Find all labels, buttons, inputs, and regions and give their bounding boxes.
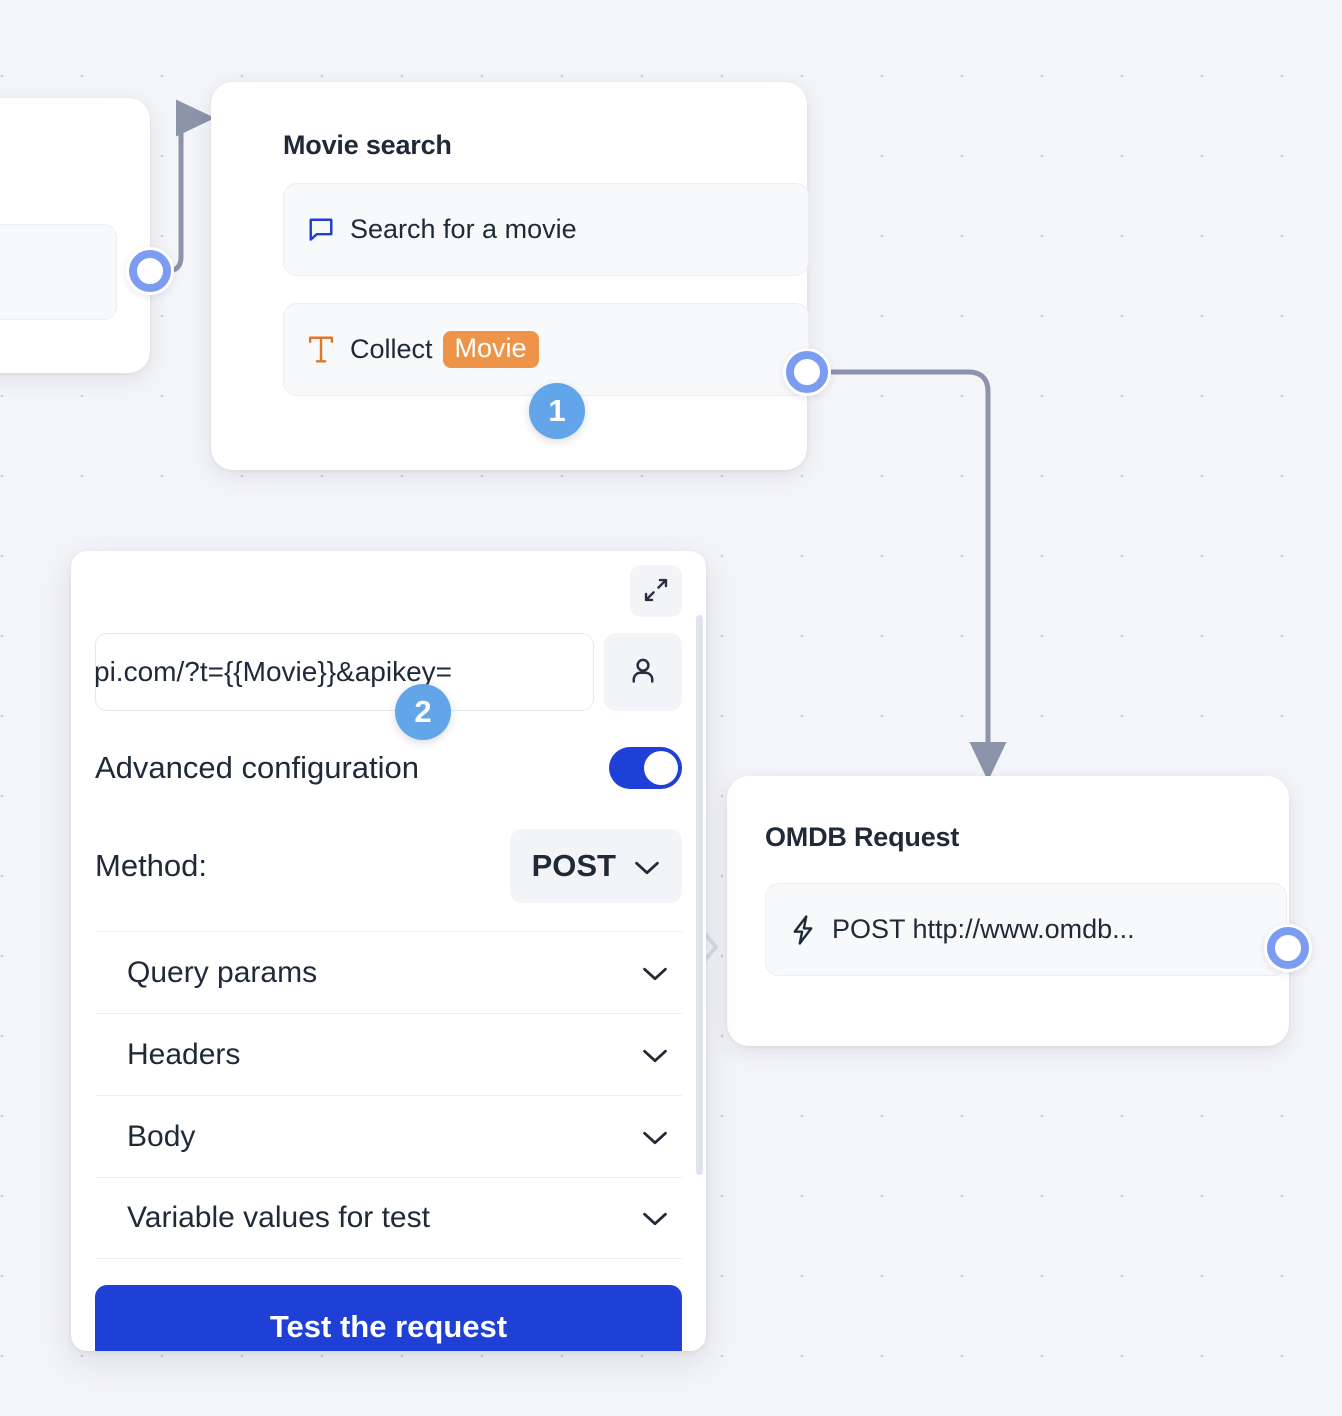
person-icon (628, 656, 658, 689)
panel-topbar (95, 551, 682, 617)
chevron-down-icon (642, 956, 668, 990)
request-config-panel[interactable]: pi.com/?t={{Movie}}&apikey= Advanced con… (71, 551, 706, 1351)
advanced-configuration-label: Advanced configuration (95, 750, 420, 785)
accordion-label: Variable values for test (127, 1201, 430, 1234)
chevron-down-icon (642, 1201, 668, 1235)
lightning-bolt-icon (788, 914, 818, 945)
person-icon-button[interactable] (604, 633, 682, 711)
chevron-down-icon (634, 848, 660, 884)
expand-diagonal-icon (643, 577, 669, 606)
method-label: Method: (95, 848, 208, 883)
expand-diagonal-icon-button[interactable] (630, 565, 682, 617)
url-row: pi.com/?t={{Movie}}&apikey= (95, 633, 682, 711)
accordion-item-headers[interactable]: Headers (95, 1013, 682, 1095)
request-url-input[interactable]: pi.com/?t={{Movie}}&apikey= (95, 633, 594, 711)
request-url-value: pi.com/?t={{Movie}}&apikey= (95, 656, 453, 687)
request-sections-accordion: Query params Headers (95, 931, 682, 1259)
node-card-omdb-request[interactable]: OMDB Request POST http://www.omdb... (727, 776, 1289, 1046)
node-row-label: Collect Movie (350, 331, 539, 368)
speech-bubble-icon (306, 216, 336, 244)
step-marker-1: 1 (529, 383, 585, 439)
method-value: POST (531, 848, 616, 883)
node-title: Movie search (283, 130, 452, 160)
accordion-item-body[interactable]: Body (95, 1095, 682, 1177)
edge-partial-to-movie-search (155, 99, 215, 274)
panel-scroll-area[interactable]: pi.com/?t={{Movie}}&apikey= Advanced con… (71, 551, 706, 1351)
node-card-partial[interactable] (0, 98, 150, 373)
edge-movie-search-to-omdb (825, 369, 1007, 781)
connector-port-omdb-out[interactable] (1264, 924, 1312, 972)
node-card-movie-search[interactable]: Movie search Search for a movie Collect … (211, 82, 809, 470)
node-row-collect-movie[interactable]: Collect Movie (283, 303, 809, 396)
chevron-down-icon (642, 1038, 668, 1072)
panel-scrollbar[interactable] (696, 615, 703, 1175)
node-row-search-for-a-movie[interactable]: Search for a movie (283, 183, 809, 276)
accordion-label: Body (127, 1119, 196, 1153)
accordion-label: Headers (127, 1037, 241, 1071)
step-marker-2: 2 (395, 684, 451, 740)
connector-port-partial-out[interactable] (126, 247, 174, 295)
advanced-configuration-row: Advanced configuration (95, 747, 682, 789)
accordion-item-query-params[interactable]: Query params (95, 931, 682, 1013)
accordion-item-variable-values-for-test[interactable]: Variable values for test (95, 1177, 682, 1259)
node-row[interactable] (0, 224, 117, 320)
node-row-label: Search for a movie (350, 214, 577, 244)
connector-port-movie-search-out[interactable] (783, 348, 831, 396)
variable-pill-movie[interactable]: Movie (442, 331, 539, 368)
node-row-label: POST http://www.omdb... (832, 914, 1135, 944)
accordion-label: Query params (127, 955, 318, 989)
chevron-down-icon (642, 1120, 668, 1154)
node-row-label-text: Collect (350, 334, 433, 364)
advanced-configuration-toggle[interactable] (609, 747, 682, 789)
node-title: OMDB Request (765, 822, 960, 852)
test-the-request-button[interactable]: Test the request (95, 1285, 682, 1351)
node-row-post-request[interactable]: POST http://www.omdb... (765, 883, 1287, 976)
text-type-icon (306, 335, 336, 365)
method-select[interactable]: POST (509, 829, 682, 903)
method-row: Method: POST (95, 829, 682, 903)
